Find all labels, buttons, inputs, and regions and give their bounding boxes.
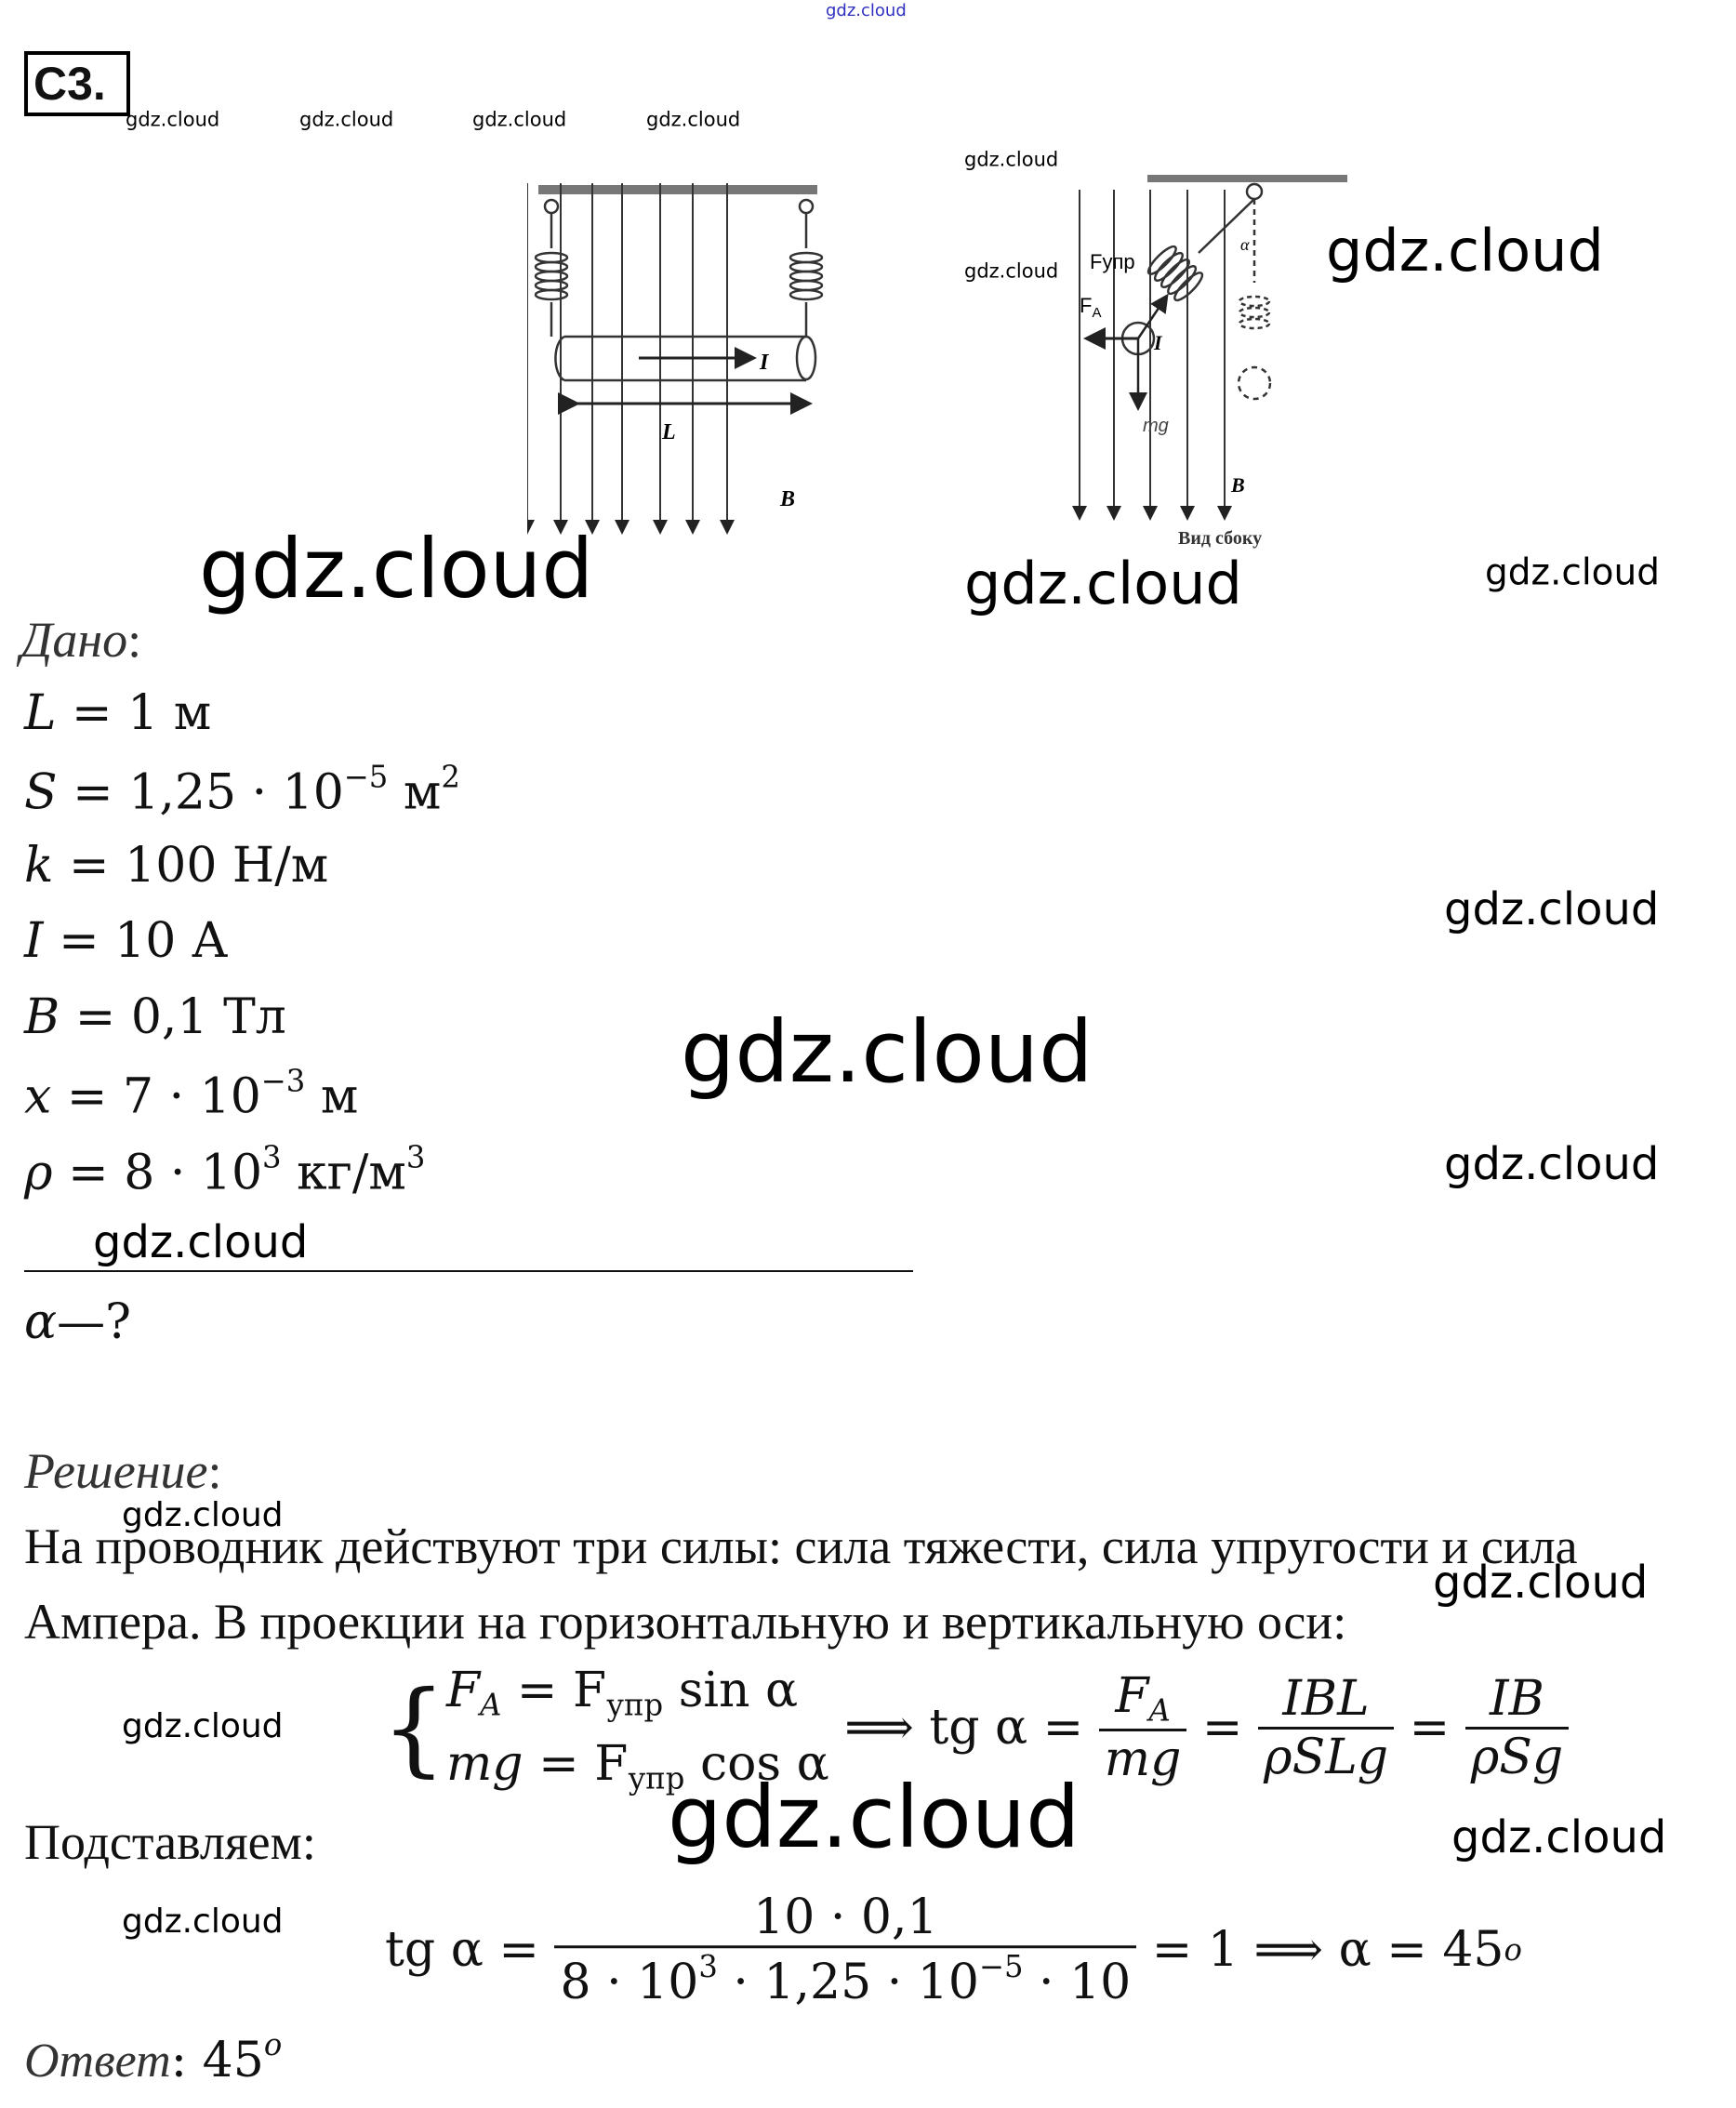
answer: Ответ: 45o [24,2027,283,2088]
svg-text:FA: FA [1080,294,1101,321]
solution-heading: Решение: [24,1443,222,1499]
given-length: L = 1 м [24,685,212,741]
watermark: gdz.cloud [964,148,1059,171]
field-label: B [1230,473,1245,497]
substitute-label: Подставляем: [24,1814,316,1870]
given-current: I = 10 А [24,913,229,969]
watermark: gdz.cloud [1326,217,1604,285]
find-unknown: α—? [24,1294,132,1350]
length-label: L [661,420,676,444]
given-extension: x = 7 · 10−3 м [24,1063,359,1125]
brace: { [381,1668,446,1787]
solution-text-line: Ампера. В проекции на горизонтальную и в… [24,1594,1347,1650]
angle-label: α [1240,235,1250,254]
watermark: gdz.cloud [1451,1811,1667,1863]
watermark: gdz.cloud [668,1768,1080,1867]
figure-caption: Вид сбоку [1178,528,1262,549]
elastic-force-label: Fупр [1090,250,1135,273]
field-label: B [779,487,795,511]
conductor-on-springs-figure: I L B [527,183,824,535]
watermark: gdz.cloud [299,108,394,131]
watermark: gdz.cloud [826,1,907,20]
ampere-force-label: F [1080,294,1092,317]
watermark: gdz.cloud [1485,551,1660,594]
given-heading: Дано: [20,612,142,668]
watermark: gdz.cloud [681,1002,1093,1102]
watermark: gdz.cloud [964,259,1059,283]
watermark: gdz.cloud [122,1903,284,1941]
given-field: B = 0,1 Тл [24,989,286,1045]
watermark: gdz.cloud [646,108,741,131]
watermark: gdz.cloud [126,108,220,131]
given-stiffness: k = 100 Н/м [24,838,329,894]
given-area: S = 1,25 · 10−5 м2 [24,759,460,821]
watermark: gdz.cloud [122,1496,284,1534]
side-view-figure: Fупр FA mg I α B Вид сбоку [1072,175,1347,549]
watermark: gdz.cloud [1444,883,1660,935]
watermark: gdz.cloud [199,521,594,616]
given-density: ρ = 8 · 103 кг/м3 [24,1139,426,1201]
current-label: I [1153,331,1163,354]
gravity-label: mg [1143,416,1169,436]
watermark: gdz.cloud [93,1216,309,1268]
watermark: gdz.cloud [1433,1557,1649,1609]
solution-text-line: На проводник действуют три силы: сила тя… [24,1518,1578,1574]
watermark: gdz.cloud [1444,1138,1660,1190]
watermark: gdz.cloud [122,1707,284,1745]
watermark: gdz.cloud [964,550,1242,617]
current-label: I [759,351,770,375]
equation-system: { FA = Fупр sin α mg = Fупр cos α ⟹ tg α… [381,1654,1570,1801]
watermark: gdz.cloud [472,108,567,131]
given-divider [24,1270,913,1272]
problem-label: C3. [24,51,130,116]
